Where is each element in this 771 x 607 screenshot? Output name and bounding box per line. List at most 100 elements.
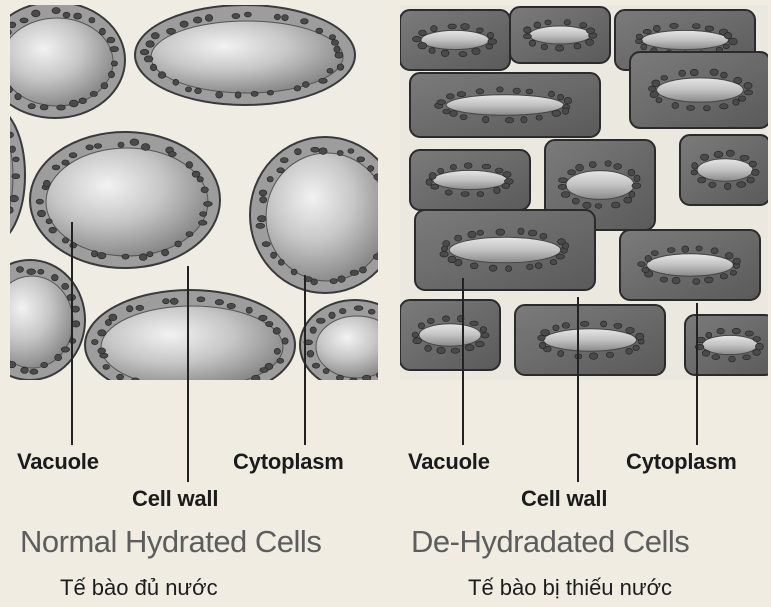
chloroplast	[555, 45, 563, 51]
chloroplast	[57, 105, 66, 110]
chloroplast	[260, 368, 268, 373]
chloroplast	[419, 30, 427, 36]
chloroplast	[568, 170, 576, 175]
chloroplast	[7, 207, 13, 214]
dehydrated-vacuole	[419, 324, 481, 346]
chloroplast	[132, 378, 140, 383]
chloroplast	[704, 106, 711, 111]
chloroplast	[16, 267, 23, 273]
chloroplast	[9, 22, 16, 28]
chloroplast	[273, 328, 280, 335]
chloroplast	[312, 363, 319, 368]
chloroplast	[140, 49, 149, 55]
chloroplast	[336, 375, 343, 380]
chloroplast	[451, 348, 460, 353]
chloroplast	[650, 92, 658, 98]
chloroplast	[431, 26, 438, 32]
chloroplast	[534, 22, 541, 28]
chloroplast	[79, 98, 87, 104]
chloroplast	[711, 248, 718, 254]
chloroplast	[482, 116, 489, 123]
right-cellwall-label: Cell wall	[521, 486, 607, 512]
chloroplast	[360, 267, 367, 273]
chloroplast	[489, 265, 497, 271]
hydrated-vacuole	[151, 21, 343, 93]
chloroplast	[62, 160, 69, 165]
chloroplast	[69, 100, 78, 107]
chloroplast	[122, 254, 129, 259]
chloroplast	[163, 299, 170, 304]
chloroplast	[437, 347, 446, 354]
chloroplast	[468, 231, 476, 238]
chloroplast	[215, 299, 223, 305]
chloroplast	[232, 382, 240, 387]
chloroplast	[706, 332, 712, 338]
chloroplast	[595, 204, 602, 209]
chloroplast	[495, 168, 503, 173]
chloroplast	[738, 96, 745, 101]
chloroplast	[294, 86, 301, 91]
chloroplast	[558, 184, 567, 189]
chloroplast	[561, 192, 570, 198]
chloroplast	[693, 279, 700, 285]
chloroplast	[368, 309, 375, 314]
chloroplast	[550, 259, 557, 264]
chloroplast	[379, 239, 385, 245]
chloroplast	[440, 251, 448, 257]
chloroplast	[259, 315, 267, 321]
chloroplast	[329, 35, 335, 40]
chloroplast	[6, 86, 12, 93]
chloroplast	[470, 321, 479, 326]
chloroplast	[441, 50, 449, 57]
chloroplast	[139, 254, 147, 261]
chloroplast	[274, 348, 280, 354]
chloroplast	[90, 91, 97, 96]
chloroplast	[170, 298, 178, 304]
chloroplast	[487, 32, 493, 38]
chloroplast	[605, 161, 611, 167]
chloroplast	[448, 256, 456, 263]
chloroplast	[72, 321, 80, 327]
chloroplast	[349, 378, 357, 384]
chloroplast	[15, 93, 21, 99]
chloroplast	[745, 331, 753, 336]
chloroplast	[348, 149, 354, 154]
chloroplast	[636, 39, 643, 44]
chloroplast	[103, 364, 110, 369]
chloroplast	[327, 68, 333, 73]
chloroplast	[448, 24, 457, 29]
chloroplast	[513, 88, 520, 94]
chloroplast	[636, 34, 642, 39]
chloroplast	[21, 367, 29, 373]
chloroplast	[652, 80, 660, 87]
chloroplast	[753, 349, 761, 355]
chloroplast	[5, 132, 14, 138]
chloroplast	[257, 216, 266, 222]
chloroplast	[518, 228, 524, 235]
chloroplast	[643, 29, 651, 34]
chloroplast	[74, 13, 82, 19]
chloroplast	[475, 341, 484, 346]
chloroplast	[262, 242, 270, 247]
chloroplast	[130, 139, 139, 146]
chloroplast	[256, 223, 265, 228]
chloroplast	[459, 52, 467, 57]
chloroplast	[638, 262, 646, 267]
chloroplast	[696, 246, 702, 251]
chloroplast	[705, 26, 714, 31]
chloroplast	[586, 39, 594, 45]
chloroplast	[331, 40, 338, 46]
chloroplast	[267, 90, 273, 95]
dehydrated-vacuole	[433, 170, 507, 189]
hydrated-cells-panel	[0, 2, 410, 400]
chloroplast	[457, 92, 466, 97]
chloroplast	[86, 145, 93, 150]
chloroplast	[527, 264, 534, 270]
chloroplast	[733, 99, 739, 105]
chloroplast	[94, 144, 101, 149]
chloroplast	[0, 224, 7, 230]
chloroplast	[107, 37, 115, 43]
dehydrated-vacuole	[702, 335, 758, 354]
